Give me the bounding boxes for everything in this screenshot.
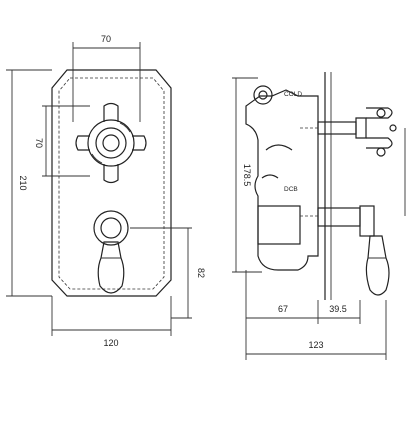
rotation-arrow-icon bbox=[119, 122, 131, 133]
cross-arm-right bbox=[132, 135, 147, 151]
front-view: 70 70 210 82 120 bbox=[6, 34, 206, 348]
cold-outlet-ring bbox=[253, 85, 273, 105]
lower-lever-side bbox=[359, 205, 390, 296]
dim-total-height-label: 210 bbox=[18, 175, 28, 190]
dim-total-depth-label: 123 bbox=[308, 340, 323, 350]
lower-handle-rosette bbox=[93, 210, 129, 246]
upper-cross-handle bbox=[75, 102, 147, 184]
dim-top-width: 70 bbox=[72, 34, 141, 122]
lower-lever-handle bbox=[93, 210, 129, 294]
dim-top-width-label: 70 bbox=[101, 34, 111, 44]
body-detail bbox=[265, 144, 293, 151]
upper-cross-handle-side bbox=[355, 107, 397, 157]
cross-arm-bottom bbox=[103, 164, 119, 184]
dim-total-depth: 123 bbox=[245, 300, 387, 360]
dim-lower: 82 bbox=[130, 227, 206, 319]
cross-arm-top bbox=[103, 102, 119, 122]
dim-inner-height-label: 70 bbox=[34, 138, 44, 148]
front-plate-inner-outline bbox=[58, 77, 165, 290]
dcb-label: DCB bbox=[284, 186, 298, 193]
dim-inner-height: 70 bbox=[34, 105, 90, 177]
cold-outlet-bore bbox=[258, 90, 268, 100]
dim-depth-back: 67 bbox=[245, 270, 318, 324]
cross-arm-left bbox=[75, 135, 90, 151]
valve-body bbox=[245, 89, 319, 271]
body-detail bbox=[261, 174, 279, 179]
dim-depth-front-label: 39.5 bbox=[329, 304, 347, 314]
dim-depth-front: 39.5 bbox=[317, 300, 361, 324]
dim-plate-width-label: 120 bbox=[103, 338, 118, 348]
rotation-arrow-icon bbox=[91, 153, 103, 164]
dim-plate-width: 120 bbox=[51, 296, 172, 348]
upper-handle-rosette-inner bbox=[95, 127, 127, 159]
cold-label: COLD bbox=[284, 91, 302, 98]
dim-lower-label: 82 bbox=[196, 268, 206, 278]
dim-total-height: 210 bbox=[6, 69, 52, 297]
upper-spindle bbox=[317, 121, 357, 135]
dim-depth-back-label: 67 bbox=[278, 304, 288, 314]
dim-side-height: 178.5 bbox=[232, 77, 262, 273]
side-view: COLD DCB 178.5 67 39.5 123 bbox=[232, 72, 406, 360]
front-plate-outline bbox=[51, 69, 172, 297]
diverter-cartridge bbox=[257, 205, 301, 245]
lower-spindle bbox=[317, 207, 361, 227]
upper-handle-hub bbox=[102, 134, 120, 152]
lever-handle-body bbox=[97, 241, 125, 294]
lower-handle-hub bbox=[100, 217, 122, 239]
upper-handle-rosette bbox=[87, 119, 135, 167]
dim-side-height-label: 178.5 bbox=[242, 164, 252, 187]
